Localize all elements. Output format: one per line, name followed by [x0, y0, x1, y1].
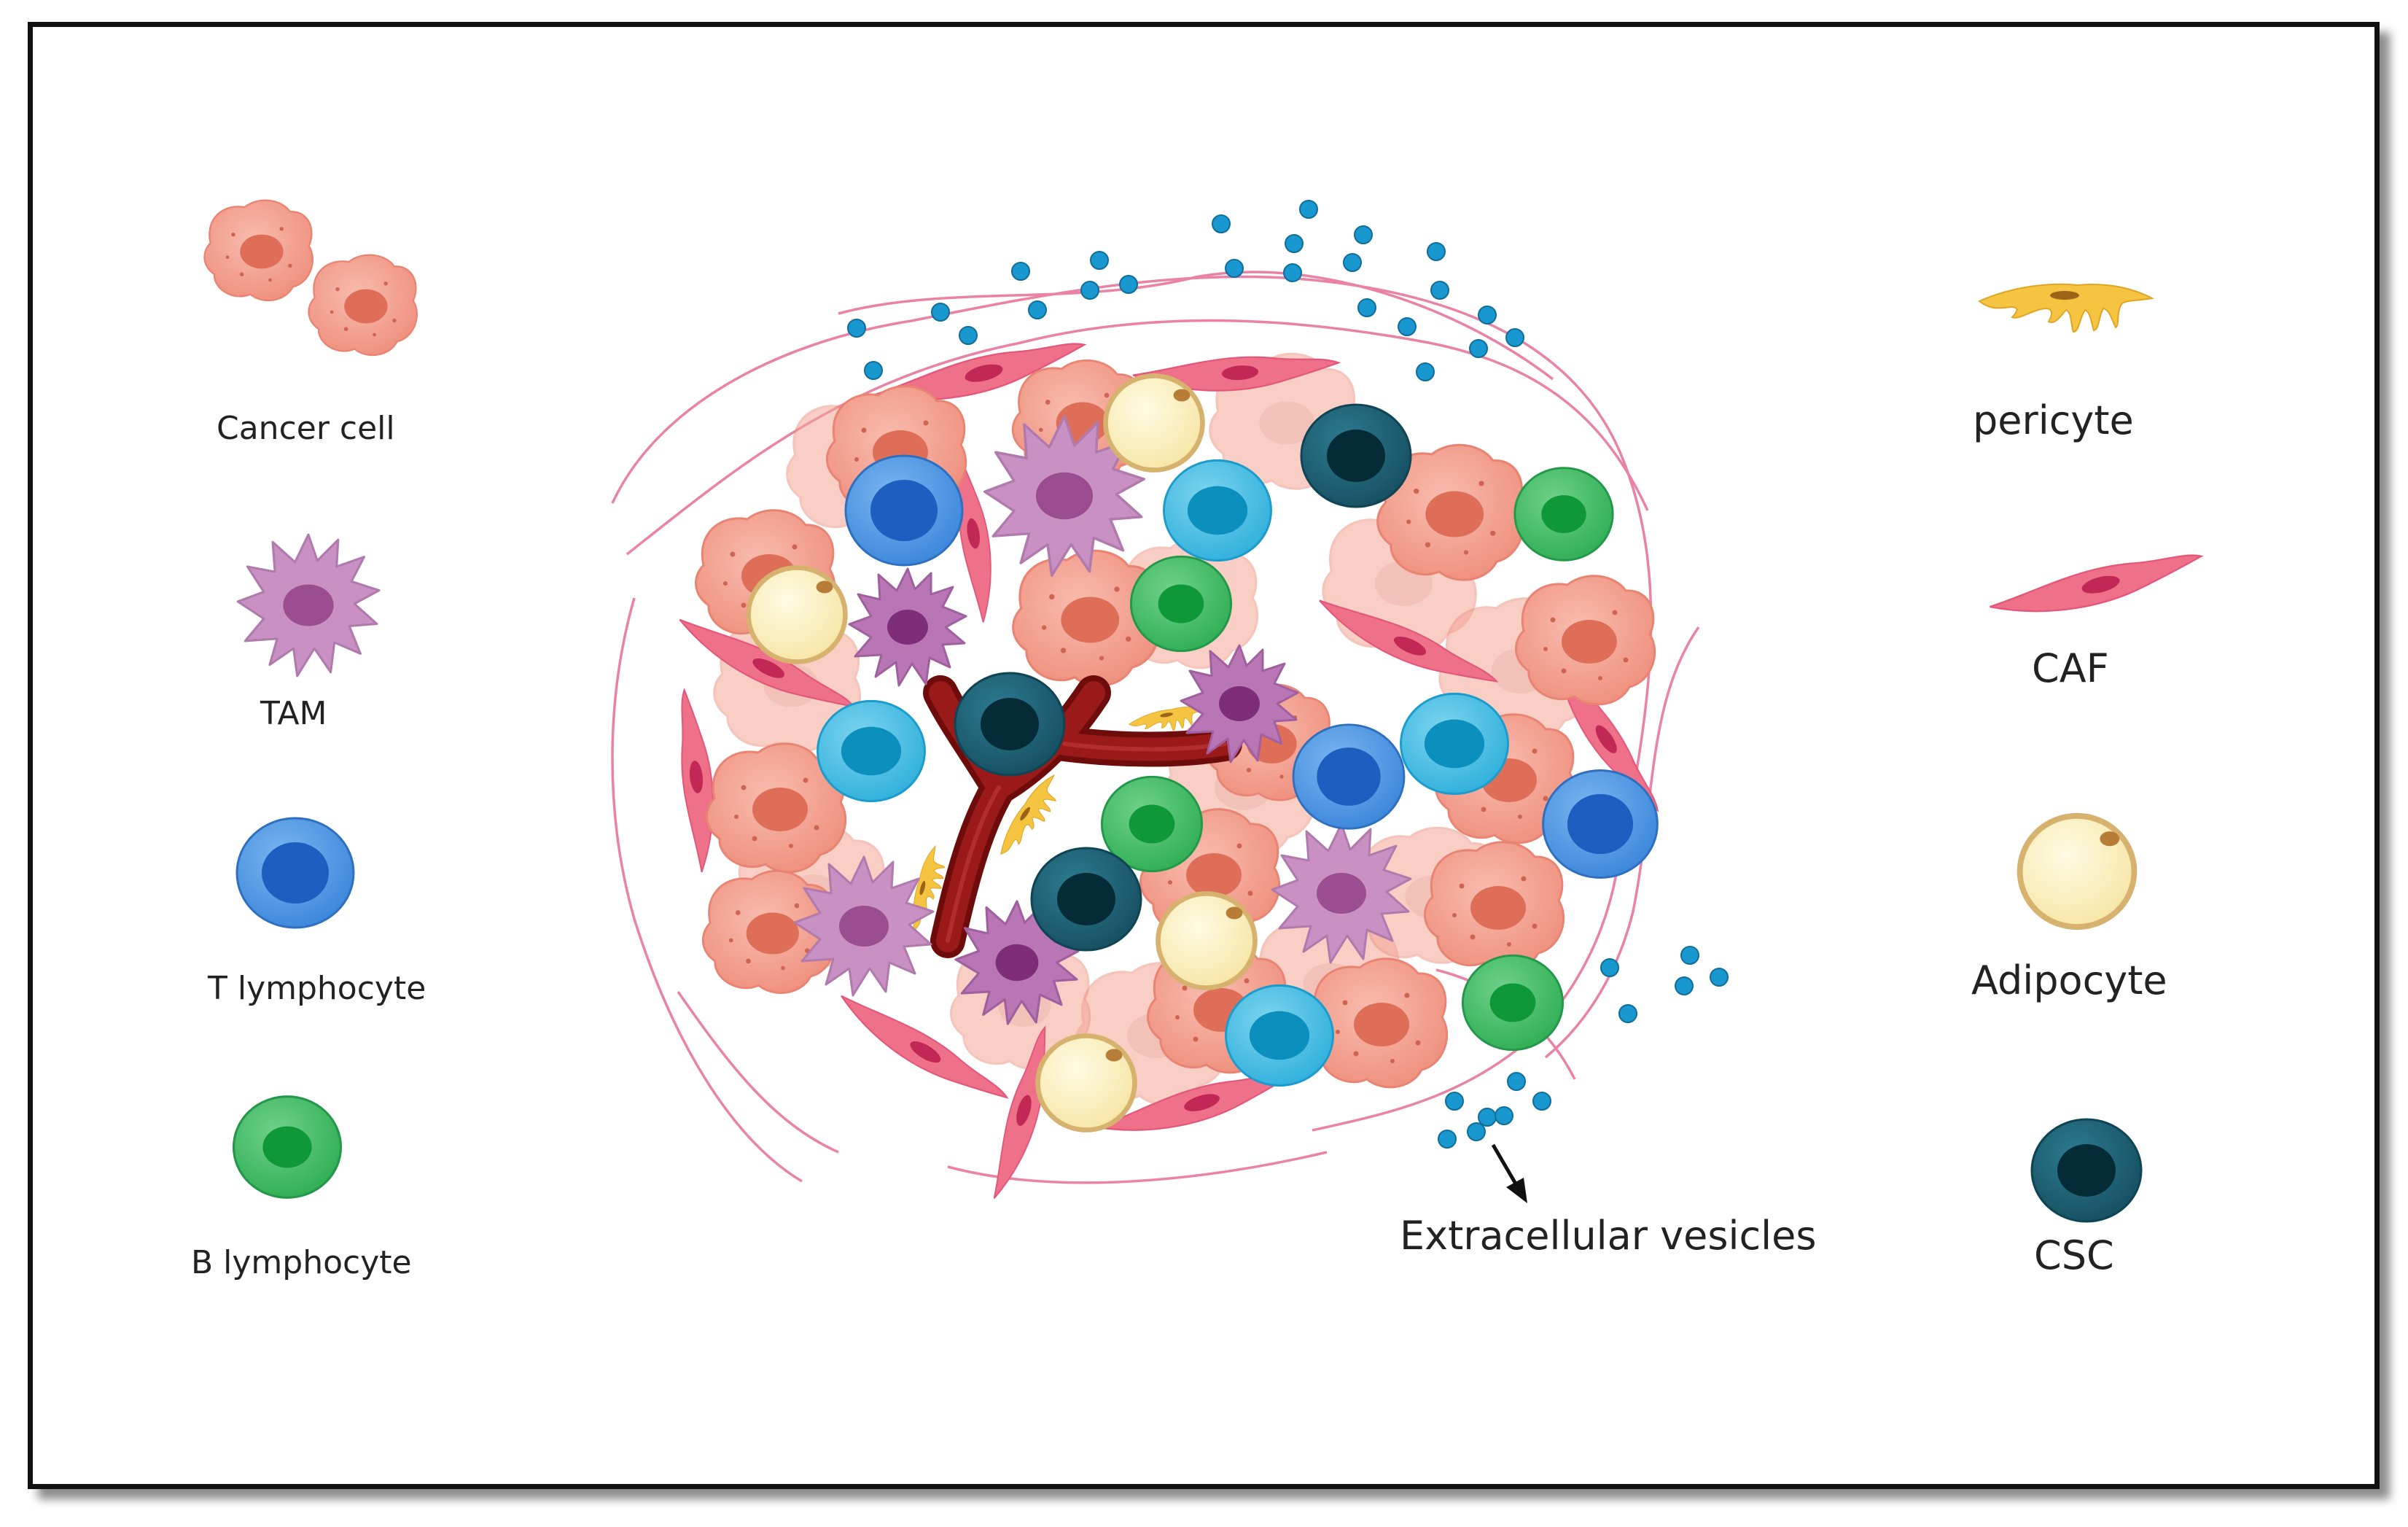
legend-label-caf: CAF — [2032, 645, 2109, 691]
tumor-cluster — [611, 271, 1700, 1201]
legend-label-adipocyte: Adipocyte — [1971, 957, 2167, 1003]
adipocyte-icon — [2020, 816, 2135, 927]
tam-icon — [236, 533, 381, 677]
b-lymphocyte-icon — [232, 1095, 343, 1199]
extracellular-vesicles-label: Extracellular vesicles — [1400, 1213, 1817, 1259]
pericyte-icon — [1979, 283, 2153, 333]
csc-icon — [2030, 1118, 2143, 1223]
legend-label-cancer-cell: Cancer cell — [217, 410, 395, 447]
legend-label-tam: TAM — [260, 695, 327, 732]
caf-icon — [1989, 554, 2202, 613]
t-lymphocyte-icon — [235, 817, 355, 929]
vesicle-arrow — [1491, 1143, 1527, 1203]
legend-label-pericyte: pericyte — [1973, 397, 2134, 443]
cancer-cell-icon — [203, 199, 418, 357]
legend-label-t-lymphocyte: T lymphocyte — [208, 970, 426, 1007]
legend-label-b-lymphocyte: B lymphocyte — [191, 1244, 412, 1281]
legend-label-csc: CSC — [2034, 1232, 2114, 1278]
